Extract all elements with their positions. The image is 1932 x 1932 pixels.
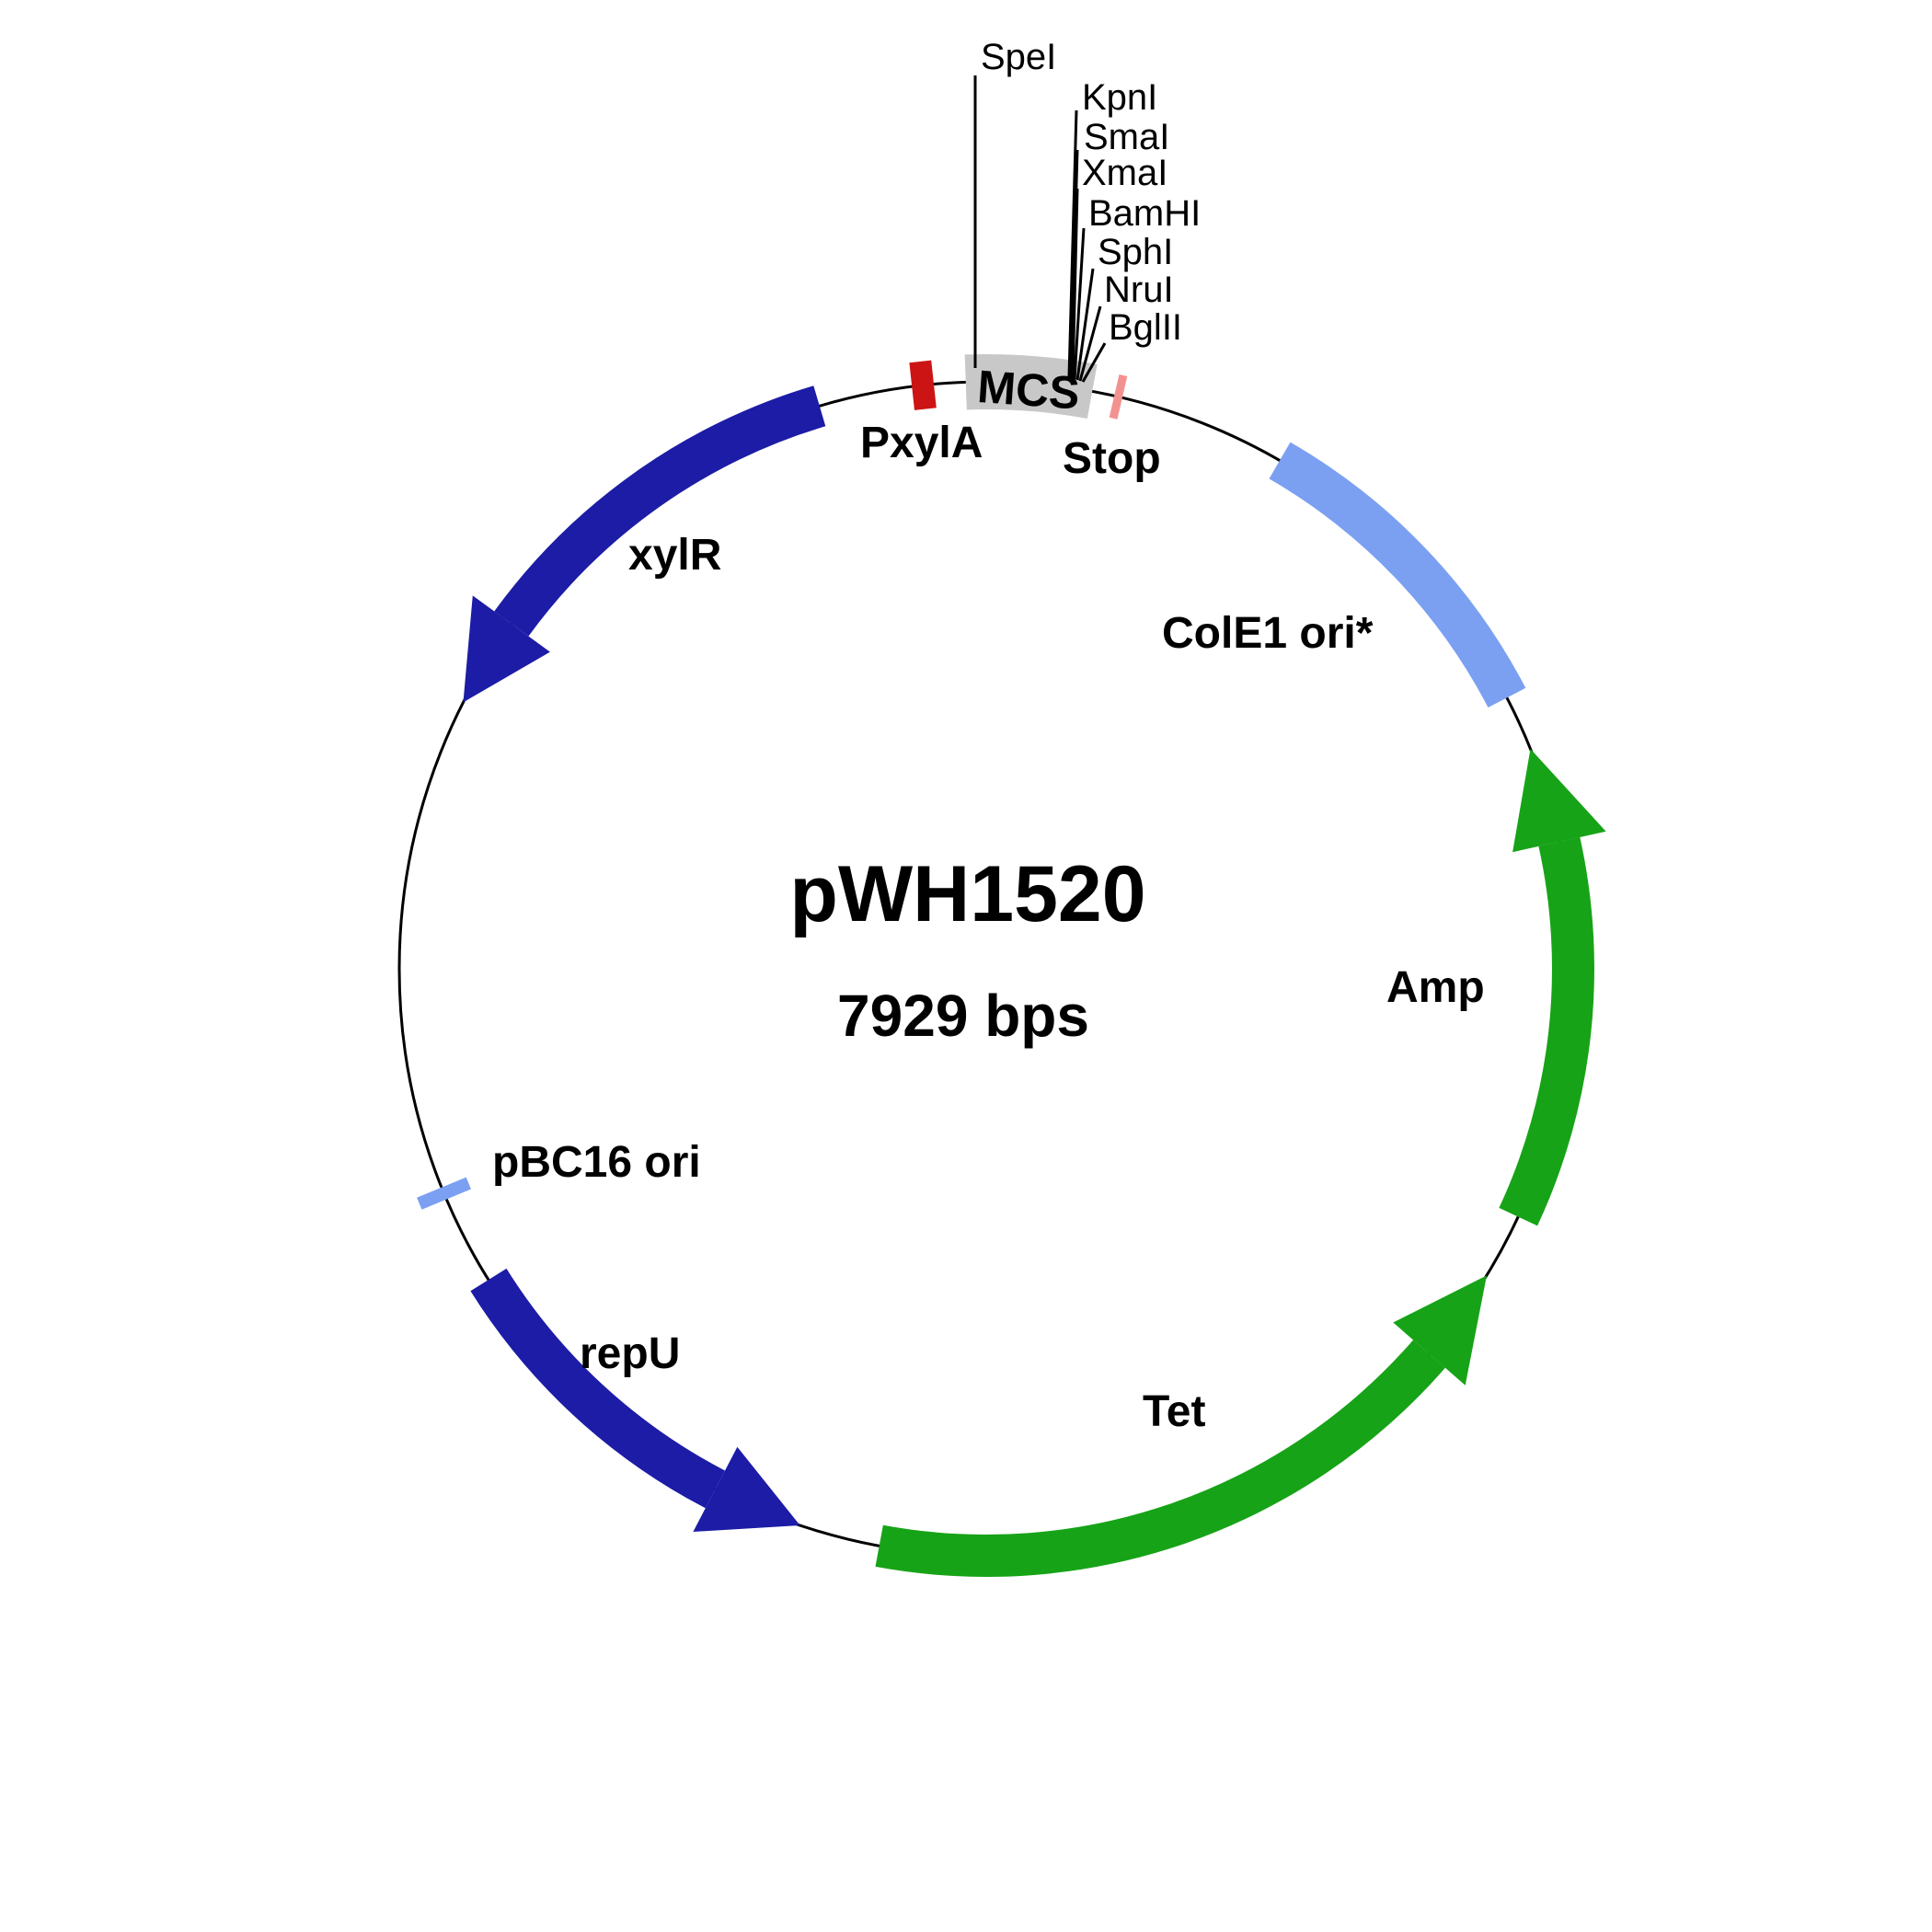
feature-arrowhead-amp <box>1512 749 1606 853</box>
feature-arrowhead-tet <box>1393 1275 1487 1386</box>
feature-arc-amp <box>1499 836 1595 1226</box>
leader-line-bamhi <box>1073 227 1086 380</box>
tick-pxyla <box>909 360 937 410</box>
tick-stop <box>1109 374 1128 420</box>
mcs-box <box>964 353 1098 419</box>
leader-line-smai <box>1069 149 1079 378</box>
leader-line-bglii <box>1081 342 1107 383</box>
tick-pbc16-ori <box>417 1177 471 1210</box>
feature-arrowhead-xylr <box>463 595 550 703</box>
leader-line-sphi <box>1075 268 1095 381</box>
feature-arc-cole1-ori <box>1269 442 1526 707</box>
feature-arrowhead-repu <box>693 1446 800 1532</box>
feature-arc-xylr <box>494 385 826 637</box>
feature-arc-tet <box>875 1340 1445 1577</box>
leader-line-kpni <box>1067 109 1078 378</box>
leader-line-nrui <box>1078 305 1102 382</box>
feature-arc-repu <box>470 1268 725 1509</box>
leader-line-xmai <box>1071 188 1079 379</box>
